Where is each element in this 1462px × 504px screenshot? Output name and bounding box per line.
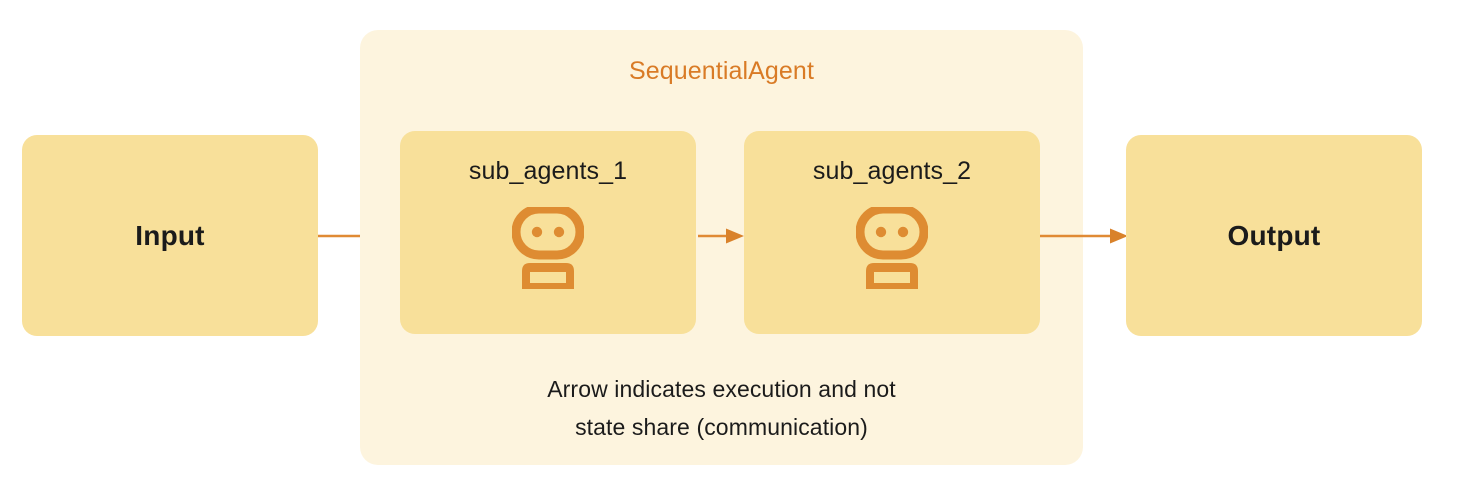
input-node-label: Input [135,219,205,251]
sub-agent-node-2[interactable]: sub_agents_2 [744,131,1040,334]
output-node-label: Output [1227,219,1321,251]
sub-agent-node-1[interactable]: sub_agents_1 [400,131,696,334]
sequential-agent-title: SequentialAgent [629,57,814,85]
arrow-sub2-to-output [1040,225,1128,247]
output-node[interactable]: Output [1126,135,1422,336]
sub-agent-1-label: sub_agents_1 [468,157,628,185]
diagram-caption: Arrow indicates execution and not state … [400,370,1043,446]
arrow-sub1-to-sub2 [698,225,744,247]
robot-icon [744,207,1040,291]
input-node[interactable]: Input [22,135,318,336]
robot-icon [400,207,696,291]
caption-line-1: Arrow indicates execution and not [547,376,896,402]
sub-agent-2-label: sub_agents_2 [812,157,972,185]
caption-line-2: state share (communication) [575,414,868,440]
